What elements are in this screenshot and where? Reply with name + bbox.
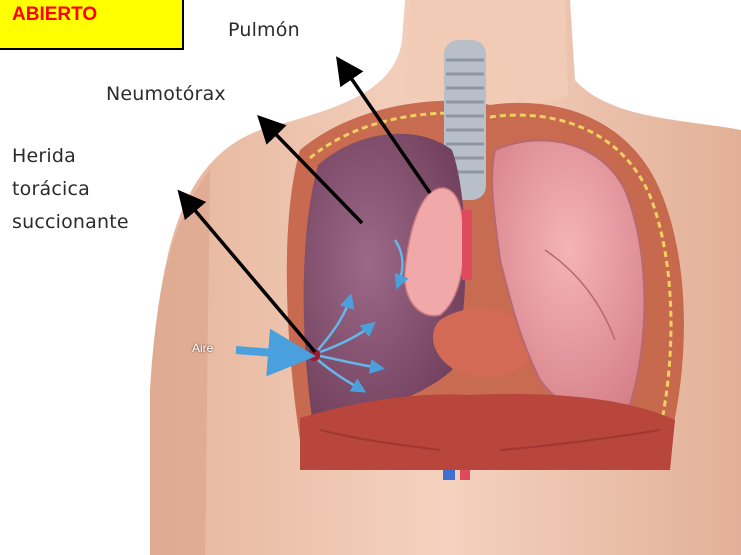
air-inflow-arrow xyxy=(236,350,300,355)
label-herida-line1: Herida xyxy=(12,140,76,173)
label-neumotorax: Neumotórax xyxy=(106,78,226,111)
label-pulmon: Pulmón xyxy=(228,14,300,47)
label-herida-line2: torácica xyxy=(12,173,90,206)
diaphragm xyxy=(300,394,675,470)
label-aire: Aire xyxy=(192,341,213,355)
title-box: ABIERTO xyxy=(0,0,184,50)
shoulder-shading xyxy=(150,170,210,555)
label-herida-line3: succionante xyxy=(12,206,129,239)
title-text: ABIERTO xyxy=(12,4,97,25)
neck xyxy=(405,0,568,106)
upper-vessel xyxy=(462,210,472,280)
